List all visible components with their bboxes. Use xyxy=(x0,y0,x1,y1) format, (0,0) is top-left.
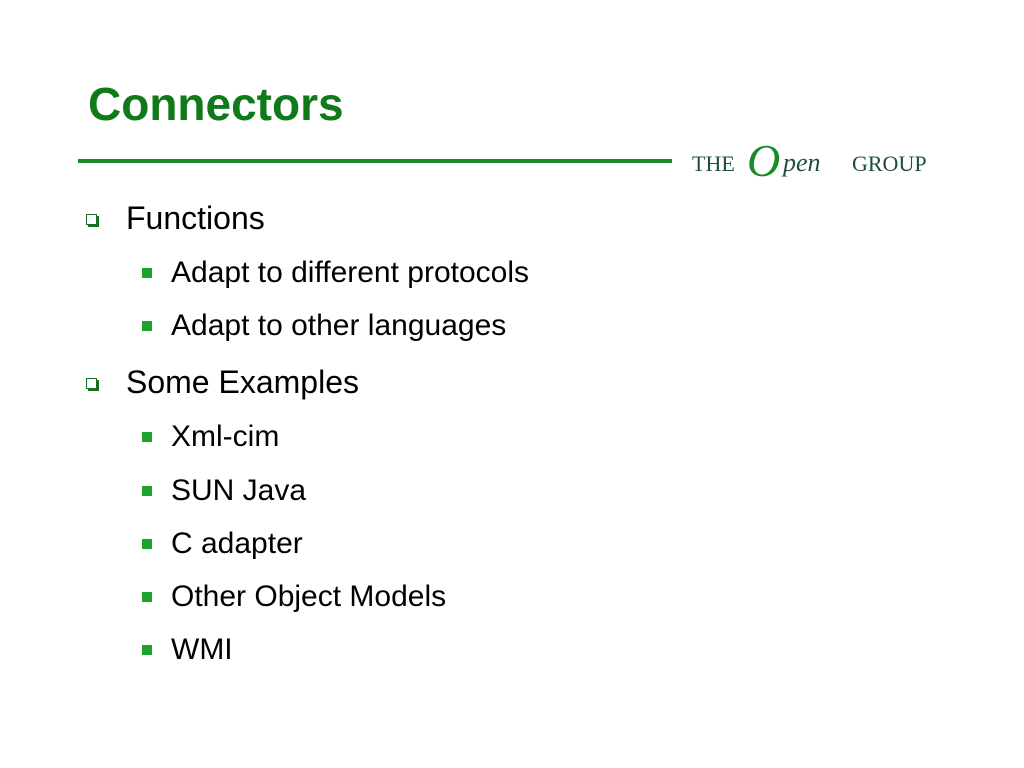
sub-bullet-text: SUN Java xyxy=(171,474,307,507)
filled-square-bullet-icon xyxy=(142,268,152,278)
sub-bullet-item: Adapt to different protocols xyxy=(140,254,529,292)
hollow-square-bullet-icon xyxy=(86,214,97,225)
logo-the-text: THE xyxy=(692,151,735,176)
filled-square-bullet-icon xyxy=(142,592,152,602)
filled-square-bullet-icon xyxy=(142,432,152,442)
sub-bullet-item: Other Object Models xyxy=(140,578,446,616)
title-underline-divider xyxy=(78,159,672,163)
the-open-group-logo: THE O pen GROUP xyxy=(692,133,952,183)
bullet-item-functions: Functions xyxy=(86,198,265,238)
sub-bullet-text: WMI xyxy=(171,633,233,666)
sub-bullet-text: C adapter xyxy=(171,527,303,560)
sub-bullet-item: C adapter xyxy=(140,525,303,563)
sub-bullet-text: Adapt to different protocols xyxy=(171,256,530,289)
bullet-item-some-examples: Some Examples xyxy=(86,362,359,402)
filled-square-bullet-icon xyxy=(142,539,152,549)
sub-bullet-text: Adapt to other languages xyxy=(171,309,507,342)
filled-square-bullet-icon xyxy=(142,645,152,655)
logo-pen-text: pen xyxy=(781,148,821,177)
slide-title: Connectors xyxy=(88,78,344,130)
bullet-text: Functions xyxy=(126,200,265,236)
sub-bullet-text: Other Object Models xyxy=(171,580,447,613)
bullet-text: Some Examples xyxy=(126,364,359,400)
sub-bullet-item: Xml-cim xyxy=(140,418,279,456)
sub-bullet-item: WMI xyxy=(140,631,233,669)
logo-group-text: GROUP xyxy=(852,151,927,176)
hollow-square-bullet-icon xyxy=(86,378,97,389)
sub-bullet-item: SUN Java xyxy=(140,472,306,510)
filled-square-bullet-icon xyxy=(142,321,152,331)
sub-bullet-item: Adapt to other languages xyxy=(140,307,506,345)
sub-bullet-text: Xml-cim xyxy=(171,420,280,453)
filled-square-bullet-icon xyxy=(142,486,152,496)
logo-o-letter: O xyxy=(747,135,780,183)
